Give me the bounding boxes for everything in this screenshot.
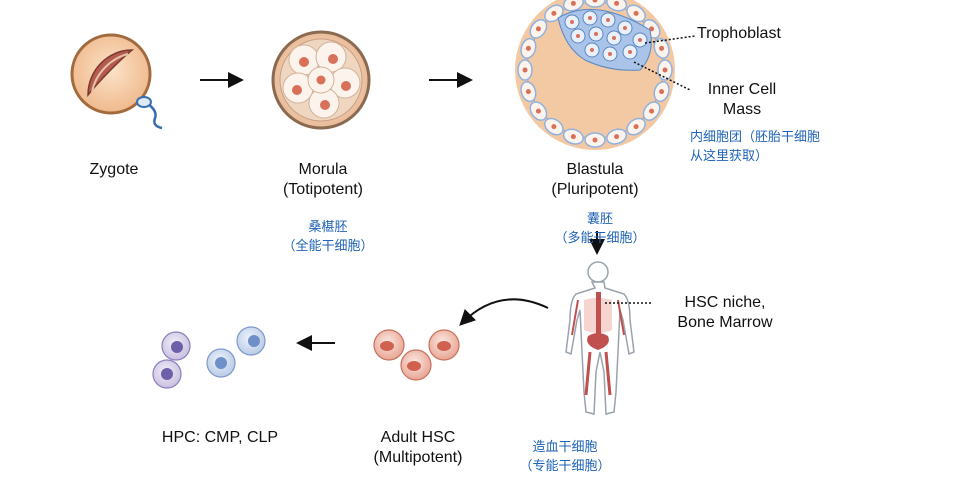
zygote-label: Zygote — [89, 161, 139, 178]
trophoblast-cell-nucleus — [535, 26, 541, 32]
icm-cn-line1: 内细胞团（胚胎干细胞 — [690, 130, 821, 145]
blastula-name: Blastula — [566, 161, 624, 178]
trophoblast-cell-nucleus — [649, 108, 655, 114]
trophoblast-cell-nucleus — [522, 67, 528, 73]
hsc-niche-line2: Bone Marrow — [677, 314, 773, 331]
blastula-cn-label: 囊胚 （多能干细胞） — [540, 210, 660, 248]
hematopoietic-cn-label: 造血干细胞 （专能干细胞） — [510, 438, 620, 476]
trophoblast-cell-nucleus — [570, 134, 576, 140]
trophoblast-cell-nucleus — [551, 124, 557, 130]
adult-hsc-label: Adult HSC (Multipotent) — [358, 428, 478, 468]
blastula-illustration — [515, 0, 675, 150]
blastula-label: Blastula (Pluripotent) — [540, 160, 650, 200]
trophoblast-cell — [584, 0, 606, 8]
trophoblast-cell-nucleus — [614, 134, 620, 140]
hsc-niche-label: HSC niche, Bone Marrow — [660, 293, 790, 333]
hematopoietic-cn-potency: （专能干细胞） — [519, 459, 611, 474]
trophoblast-cell-nucleus — [659, 45, 665, 51]
hpc-label: HPC: CMP, CLP — [161, 429, 279, 446]
trophoblast-pointer — [644, 35, 696, 44]
trophoblast-cell-nucleus — [551, 10, 557, 16]
inner-cell-mass-nucleus — [608, 52, 612, 56]
morula-label: Morula (Totipotent) — [268, 160, 378, 200]
trophoblast-cell-nucleus — [633, 124, 639, 130]
adult-hsc-name: Adult HSC — [380, 429, 456, 446]
inner-cell-mass-nucleus — [576, 34, 580, 38]
inner-cell-mass-nucleus — [638, 38, 642, 42]
trophoblast-cell-nucleus — [659, 89, 665, 95]
trophoblast-cell-nucleus — [633, 10, 639, 16]
trophoblast-cell-nucleus — [614, 0, 620, 6]
trophoblast-cell-nucleus — [662, 67, 668, 73]
trophoblast-cell-nucleus — [525, 45, 531, 51]
icm-cn-label: 内细胞团（胚胎干细胞 从这里获取） — [690, 128, 820, 166]
morula-cn-label: 桑椹胚 （全能干细胞） — [268, 218, 388, 256]
trophoblast-cell-nucleus — [525, 89, 531, 95]
morula-potency: (Totipotent) — [282, 181, 364, 198]
blastula-cn-name: 囊胚 — [586, 212, 613, 227]
inner-cell-mass-nucleus — [594, 32, 598, 36]
zygote-illustration — [70, 33, 163, 130]
arrow-body-adult-hsc — [459, 298, 549, 326]
blastula-potency: (Pluripotent) — [551, 181, 639, 198]
trophoblast-cell-nucleus — [592, 0, 598, 3]
morula-cn-name: 桑椹胚 — [308, 220, 348, 235]
icm-cn-line2: 从这里获取） — [690, 149, 769, 164]
inner-cell-mass-nucleus — [623, 26, 627, 30]
adult-hsc-potency: (Multipotent) — [373, 449, 463, 466]
inner-cell-mass-nucleus — [606, 18, 610, 22]
icm-pointer — [633, 61, 691, 91]
inner-cell-mass-nucleus — [570, 20, 574, 24]
hsc-niche-line1: HSC niche, — [684, 294, 766, 311]
morula-cn-potency: （全能干细胞） — [282, 239, 374, 254]
hematopoietic-cn-name: 造血干细胞 — [532, 440, 598, 455]
inner-cell-mass-nucleus — [588, 16, 592, 20]
inner-cell-mass-nucleus — [628, 50, 632, 54]
human-body-illustration — [565, 261, 635, 415]
morula-name: Morula — [298, 161, 348, 178]
trophoblast-label: Trophoblast — [697, 25, 781, 42]
inner-cell-mass-nucleus — [612, 36, 616, 40]
trophoblast-cell-nucleus — [592, 137, 598, 143]
inner-cell-mass-line2: Mass — [722, 101, 762, 118]
trophoblast-cell-nucleus — [535, 108, 541, 114]
morula-illustration — [271, 30, 371, 130]
hpc-cells — [152, 326, 266, 389]
inner-cell-mass-nucleus — [590, 48, 594, 52]
blastula-cn-potency: （多能干细胞） — [554, 231, 646, 246]
trophoblast-cell-nucleus — [570, 0, 576, 6]
adult-hsc-cells — [373, 329, 460, 381]
inner-cell-mass-line1: Inner Cell — [707, 81, 777, 98]
inner-cell-mass-label: Inner Cell Mass — [697, 80, 787, 120]
